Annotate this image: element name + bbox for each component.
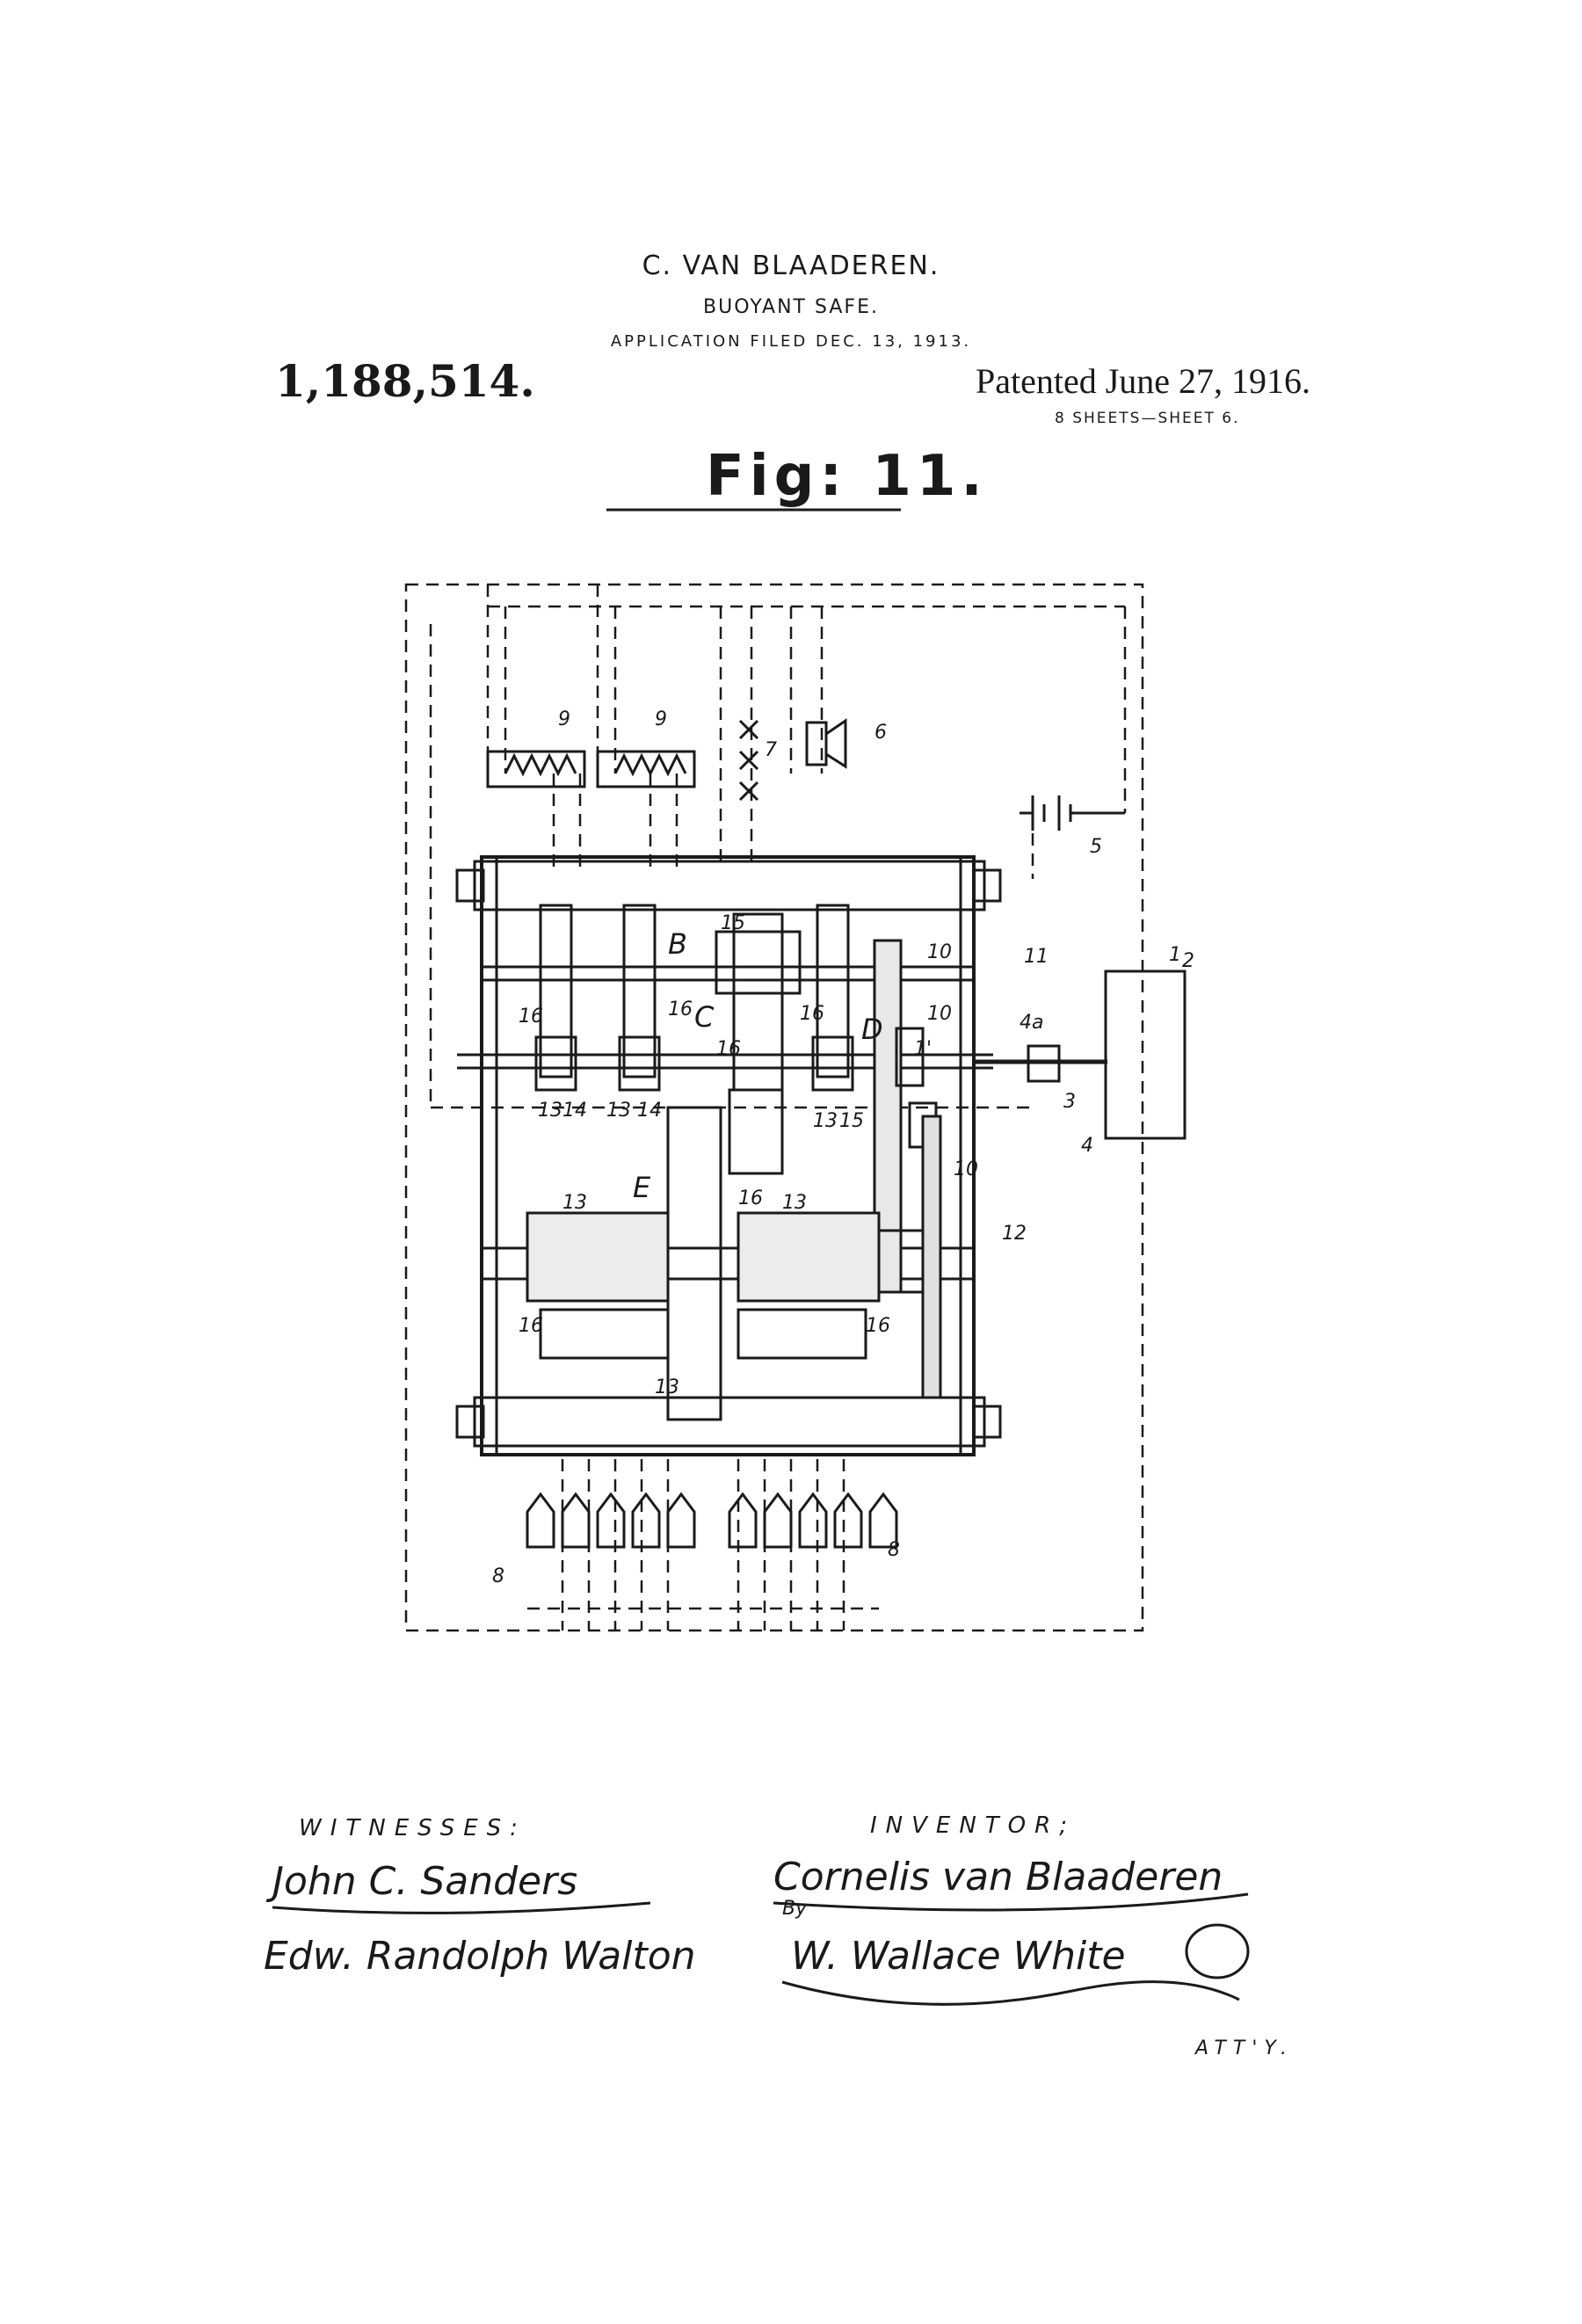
part-label: 16 (800, 1003, 824, 1025)
part-label: 10 (954, 1158, 978, 1180)
part-label: 10 (927, 941, 952, 963)
part-label: 16 (738, 1187, 763, 1209)
part-label: B (668, 927, 687, 961)
part-label: 13 (782, 1192, 807, 1214)
part-label: E (633, 1171, 651, 1204)
part-label: 7 (765, 739, 777, 761)
witness-1-signature: John C. Sanders (265, 1859, 577, 1904)
part-label: 9 (558, 708, 570, 730)
inventor-name: C. VAN BLAADEREN. (642, 251, 940, 281)
part-label: 13 (562, 1192, 587, 1214)
part-label: 6 (874, 722, 887, 744)
part-label: 16 (519, 1315, 543, 1337)
part-label: 15 (839, 1110, 864, 1132)
part-label: 16 (668, 999, 693, 1020)
part-label: 8 (492, 1565, 504, 1587)
part-label: D (861, 1013, 883, 1046)
application-filed: APPLICATION FILED DEC. 13, 1913. (610, 332, 972, 351)
part-label: C (694, 1000, 715, 1034)
part-label: 9 (655, 708, 667, 730)
part-label: 13 (538, 1100, 562, 1122)
atty-label: ATT'Y. (1195, 2037, 1294, 2059)
part-label: 2 (1182, 950, 1194, 972)
part-label: 16 (866, 1315, 890, 1337)
part-label: 5 (1090, 836, 1102, 858)
part-label: 1' (914, 1038, 932, 1060)
patented-date: Patented June 27, 1916. (976, 361, 1311, 401)
part-label: 13 (813, 1110, 838, 1132)
figure-label: Fig: 11. (706, 444, 988, 509)
part-label: 13 (606, 1100, 631, 1122)
part-label: 11 (1024, 946, 1049, 968)
sheet-count: 8 SHEETS—SHEET 6. (1055, 410, 1240, 427)
witnesses-label: WITNESSES: (299, 1815, 526, 1841)
attorney-signature: W. Wallace White (791, 1934, 1126, 1979)
inventor-signature: Cornelis van Blaaderen (773, 1855, 1223, 1899)
inventor-label: INVENTOR; (870, 1812, 1076, 1839)
part-label: 13 (655, 1376, 679, 1398)
part-label: 12 (1002, 1223, 1027, 1245)
part-label: 1 (1169, 944, 1181, 966)
part-label: 4 (1081, 1135, 1093, 1157)
part-label: 14 (562, 1100, 587, 1122)
part-label: 10 (927, 1003, 952, 1025)
part-label: 3 (1063, 1091, 1076, 1113)
part-label: 16 (716, 1038, 741, 1060)
patent-title: BUOYANT SAFE. (703, 296, 879, 318)
part-label: 15 (721, 912, 745, 934)
part-label: 8 (888, 1539, 900, 1561)
part-label: 4a (1020, 1012, 1043, 1034)
patent-number: 1,188,514. (275, 355, 535, 407)
part-label: 14 (637, 1100, 662, 1122)
witness-2-signature: Edw. Randolph Walton (264, 1934, 696, 1979)
part-label: 16 (519, 1006, 543, 1028)
by-label: By (782, 1898, 808, 1920)
